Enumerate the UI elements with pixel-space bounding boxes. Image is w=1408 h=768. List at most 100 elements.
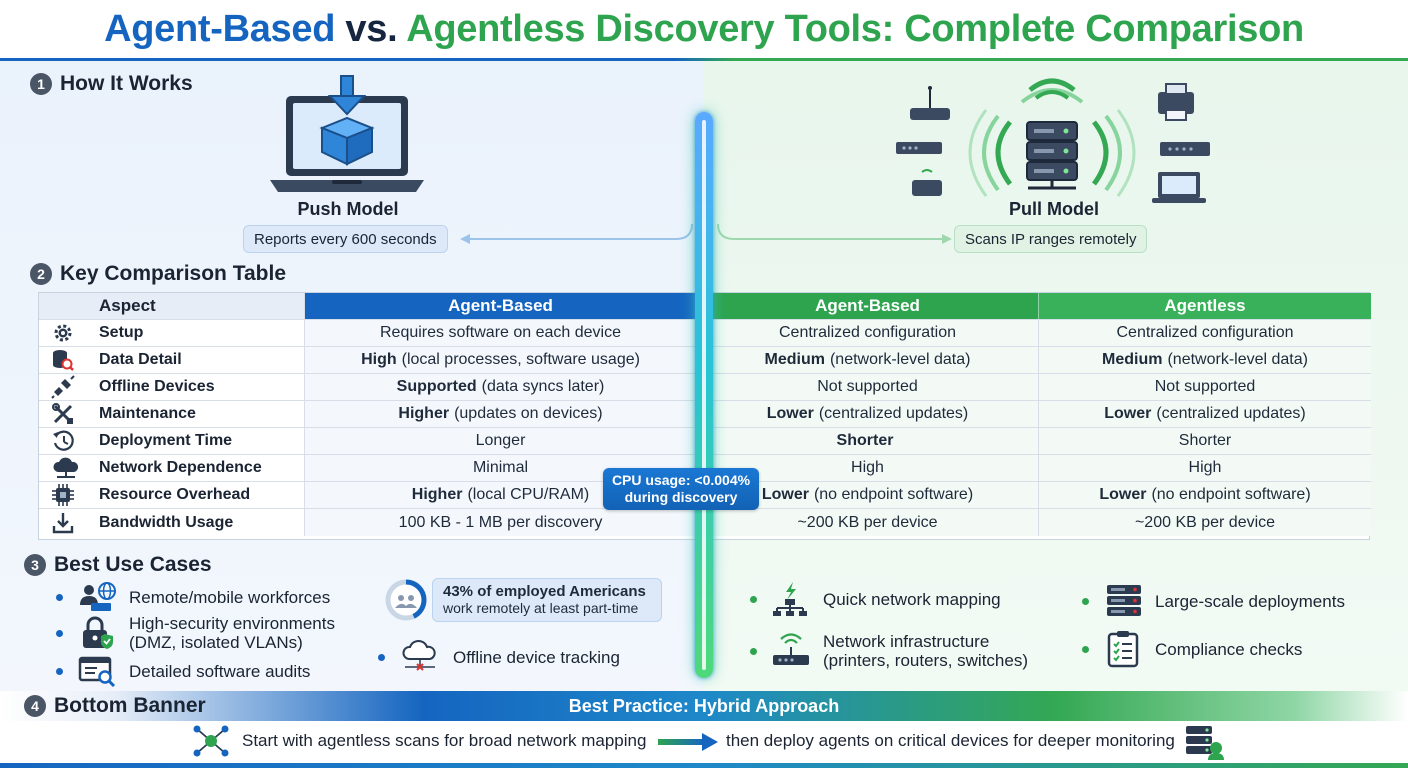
- cell-text: Centralized configuration: [779, 324, 956, 341]
- cell-bold: Lower: [1099, 486, 1147, 503]
- use-case-text: Large-scale deployments: [1155, 591, 1345, 611]
- cell-text: (network-level data): [1167, 351, 1308, 368]
- cell-bold: Medium: [1102, 351, 1163, 368]
- network-hub-icon: [193, 725, 229, 757]
- aspect-label: Bandwidth Usage: [99, 513, 234, 531]
- push-connector-arrow: [460, 223, 693, 244]
- table-header-row: Aspect Agent-Based Agent-Based Agentless: [39, 293, 1371, 320]
- bullet: [750, 595, 757, 603]
- server-monitor-icon: [1186, 726, 1224, 760]
- cell-bold: Shorter: [836, 432, 894, 449]
- title-bar: Agent-Based vs. Agentless Discovery Tool…: [0, 0, 1408, 58]
- tools-icon: [52, 403, 73, 424]
- divider-beam-core: [702, 120, 706, 670]
- use-case-text-2: (DMZ, isolated VLANs): [129, 633, 303, 652]
- database-search-icon: [53, 350, 74, 371]
- flow-arrow-icon: [658, 733, 718, 751]
- pull-model-note: Scans IP ranges remotely: [954, 225, 1148, 253]
- use-case-item: Compliance checks: [1082, 631, 1303, 668]
- section-bottom-banner: 4 Bottom Banner: [24, 693, 206, 719]
- use-case-text: High-security environments: [129, 614, 335, 633]
- aspect-label: Deployment Time: [99, 432, 233, 449]
- use-case-item: Offline device tracking: [378, 640, 620, 674]
- section-title: Best Use Cases: [54, 553, 212, 576]
- title-agentless: Agentless Discovery Tools:: [406, 8, 894, 50]
- bottom-banner: [0, 691, 1408, 721]
- table-row: Setup Requires software on each device C…: [39, 320, 1371, 347]
- unplug-icon: [51, 375, 75, 399]
- table-row: Bandwidth Usage 100 KB - 1 MB per discov…: [39, 509, 1371, 536]
- use-case-text: Compliance checks: [1155, 639, 1303, 659]
- page-title: Agent-Based vs. Agentless Discovery Tool…: [0, 0, 1408, 58]
- download-tray-icon: [52, 512, 74, 533]
- cell-text: (centralized updates): [1156, 405, 1306, 422]
- stat-bold: 43% of employed Americans: [443, 583, 646, 600]
- use-case-item: Large-scale deployments: [1082, 584, 1345, 618]
- cpu-badge-line1: CPU usage: <0.004%: [611, 472, 751, 488]
- bottom-rule: [0, 763, 1408, 768]
- cpu-chip-icon: [52, 484, 74, 506]
- title-rule: [0, 58, 1408, 61]
- section-number: 2: [30, 263, 52, 285]
- clipboard-check-icon: [1107, 631, 1139, 668]
- title-vs: vs.: [345, 8, 398, 50]
- hybrid-flow: Start with agentless scans for broad net…: [0, 722, 1408, 762]
- section-title: Key Comparison Table: [60, 262, 286, 285]
- cell-text: (no endpoint software): [813, 486, 974, 503]
- pull-connector-arrow: [717, 223, 952, 244]
- use-case-text-2: (printers, routers, switches): [823, 651, 1028, 670]
- cell-text: Not supported: [817, 378, 918, 395]
- cell-text: (data syncs later): [481, 378, 605, 395]
- section-number: 1: [30, 73, 52, 95]
- cell-bold: Supported: [396, 378, 477, 395]
- bullet: [750, 647, 757, 655]
- cell-bold: Lower: [766, 405, 814, 422]
- cell-text: High: [1188, 459, 1222, 476]
- push-model-label: Push Model: [297, 199, 399, 219]
- cell-text: Not supported: [1154, 378, 1256, 395]
- cloud-offline-icon: [402, 640, 436, 671]
- cell-text: Minimal: [472, 459, 529, 476]
- security-lock-icon: [83, 616, 113, 649]
- aspect-label: Maintenance: [99, 405, 196, 422]
- server-stack-icon: [1107, 585, 1141, 616]
- section-how-it-works: 1 How It Works: [30, 71, 193, 97]
- cloud-network-icon: [53, 457, 79, 478]
- table-row: Data Detail High(local processes, softwa…: [39, 347, 1371, 374]
- section-number: 4: [24, 695, 46, 717]
- cpu-badge-line2: during discovery: [624, 489, 738, 505]
- cell-bold: Medium: [764, 351, 825, 368]
- cell-text: (local processes, software usage): [401, 351, 640, 368]
- cell-text: ~200 KB per device: [797, 513, 938, 531]
- cell-text: Centralized configuration: [1116, 324, 1294, 341]
- cell-text: (updates on devices): [454, 405, 603, 422]
- cell-text: Longer: [475, 432, 526, 449]
- bullet: [1082, 597, 1089, 605]
- bullet: [1082, 645, 1089, 653]
- cpu-usage-badge: CPU usage: <0.004% during discovery: [603, 468, 759, 510]
- use-case-item: Detailed software audits: [56, 654, 310, 688]
- cell-text: Shorter: [1178, 432, 1232, 449]
- header-agentless: Agentless: [1039, 293, 1371, 319]
- aspect-label: Resource Overhead: [99, 486, 251, 503]
- network-pull-icon: [896, 78, 1210, 203]
- cell-bold: Higher: [411, 486, 463, 503]
- header-aspect: Aspect: [39, 293, 305, 319]
- use-case-text: Quick network mapping: [823, 589, 1001, 609]
- network-map-icon: [773, 582, 807, 616]
- cell-text: (network-level data): [829, 351, 971, 368]
- gear-icon: [54, 324, 72, 342]
- aspect-label: Network Dependence: [99, 459, 262, 476]
- pull-model-label: Pull Model: [1009, 199, 1099, 219]
- cell-bold: Lower: [1104, 405, 1152, 422]
- push-model-note: Reports every 600 seconds: [243, 225, 448, 253]
- cell-text: (no endpoint software): [1151, 486, 1311, 503]
- router-icon: [773, 633, 809, 665]
- title-agent-based: Agent-Based: [104, 8, 336, 50]
- cell-text: 100 KB - 1 MB per discovery: [398, 513, 603, 531]
- cell-bold: Lower: [761, 486, 809, 503]
- title-comparison: Complete Comparison: [904, 8, 1304, 50]
- cell-bold: Higher: [398, 405, 450, 422]
- bullet: [56, 593, 63, 601]
- use-case-item: Remote/mobile workforces: [56, 580, 330, 614]
